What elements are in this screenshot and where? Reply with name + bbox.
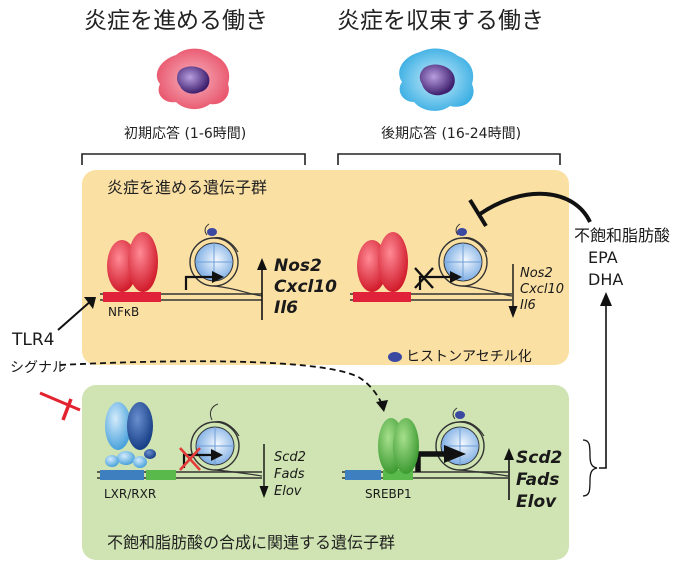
signal-label: シグナル	[10, 360, 66, 376]
resolving-cell-icon	[399, 48, 474, 111]
gene-cxcl10-up: Cxcl10	[274, 277, 338, 297]
tlr4-label: TLR4	[12, 330, 55, 350]
bottom-panel	[82, 385, 569, 560]
header-resolving: 炎症を収束する働き	[337, 8, 544, 34]
lipid-upregulation-arrow-icon	[504, 448, 514, 500]
srebp1-label: SREBP1	[365, 487, 412, 501]
fatty-acid-epa: EPA	[588, 248, 618, 267]
gene-il6-up: Il6	[274, 298, 298, 318]
transcription-arrow-icon	[184, 275, 214, 290]
nfkb-label: NFκB	[108, 305, 140, 319]
transcription-blocked-cross-icon	[414, 267, 434, 289]
lxr-rxr-complex-icon	[105, 402, 156, 468]
early-phase-bracket	[81, 153, 306, 165]
late-phase-bracket	[337, 153, 561, 165]
srebp1-dimer-icon	[378, 418, 419, 474]
late-phase-label: 後期応答 (16-24時間)	[381, 126, 522, 142]
gene-fads-up: Fads	[516, 470, 560, 490]
lxr-gene-unit	[97, 402, 263, 480]
fatty-acid-inhibition-arrow	[468, 191, 592, 228]
lipid-genes-brace	[582, 439, 598, 497]
downregulation-arrow-icon	[508, 264, 518, 318]
pro-inflammatory-cell-icon	[156, 48, 230, 110]
nfkb-dimer-icon	[107, 232, 158, 292]
gene-il6-down: Il6	[520, 298, 536, 313]
gene-scd2-down: Scd2	[274, 450, 306, 465]
gene-elov-up: Elov	[516, 492, 557, 512]
acetylation-mark-icon	[207, 228, 217, 236]
bottom-panel-title: 不飽和脂肪酸の合成に関連する遺伝子群	[107, 533, 396, 552]
gene-nos2-down: Nos2	[520, 266, 553, 281]
nfkb-binding-site	[103, 292, 161, 302]
nfkb-repressed-unit	[350, 223, 513, 302]
early-phase-label: 初期応答 (1-6時間)	[124, 126, 247, 142]
tlr4-inhibition-bar	[39, 391, 81, 421]
legend-acetylation-label: ヒストンアセチル化	[406, 349, 532, 365]
top-panel	[82, 170, 569, 365]
tlr4-activation-arrow	[57, 297, 96, 331]
nfkb-gene-unit	[100, 223, 263, 302]
gene-elov-down: Elov	[274, 484, 302, 499]
legend-acetylation-icon	[388, 352, 402, 362]
gene-scd2-up: Scd2	[516, 448, 563, 468]
lipid-downregulation-arrow-icon	[259, 444, 269, 498]
fatty-acid-production-arrow	[599, 302, 607, 469]
fatty-acid-title: 不飽和脂肪酸	[574, 226, 671, 245]
top-panel-title: 炎症を進める遺伝子群	[107, 178, 268, 197]
fatty-acid-dha: DHA	[588, 270, 624, 289]
lxr-rxr-label: LXR/RXR	[104, 487, 157, 501]
gene-fads-down: Fads	[274, 467, 305, 482]
gene-nos2-up: Nos2	[274, 256, 322, 276]
header-pro-inflammatory: 炎症を進める働き	[84, 8, 268, 34]
signal-dashed-arrow	[59, 360, 383, 405]
gene-cxcl10-down: Cxcl10	[520, 282, 565, 297]
blocked-red-cross-icon	[179, 447, 201, 471]
upregulation-arrow-icon	[257, 258, 267, 320]
srebp1-gene-unit	[342, 407, 509, 480]
